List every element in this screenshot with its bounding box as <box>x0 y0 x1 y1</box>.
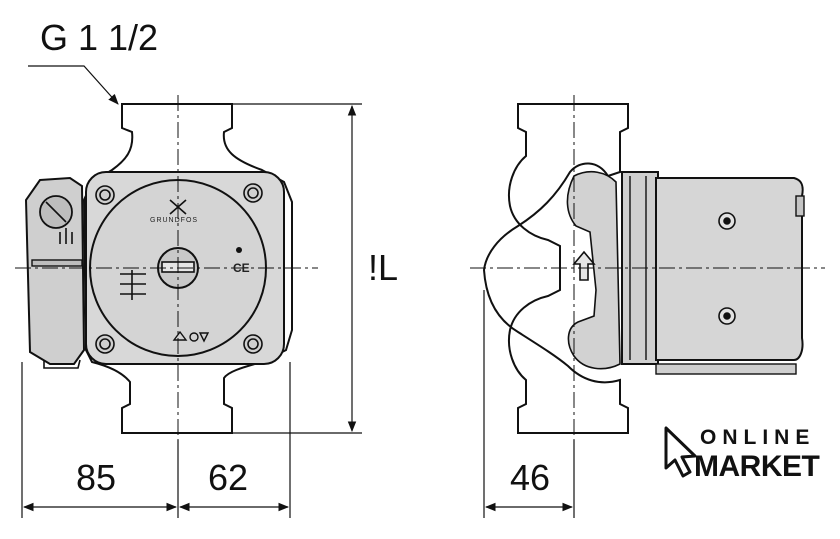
front-center-lines <box>15 95 318 445</box>
pump-symbol-icon <box>172 330 210 343</box>
dimension-lines <box>21 65 575 518</box>
connection-size-label: G 1 1/2 <box>40 17 158 58</box>
logo-bottom-text: MARKET <box>694 450 819 483</box>
side-depth-label: 46 <box>510 457 550 498</box>
flow-direction-icon <box>572 250 596 281</box>
speed-selector-icon <box>120 270 146 300</box>
left-width-label: 85 <box>76 457 116 498</box>
side-body-outline <box>482 103 629 434</box>
length-label: !L <box>368 247 398 288</box>
online-market-logo: ONLINE MARKET <box>664 426 820 483</box>
connection-leader <box>28 65 119 105</box>
motor-screws <box>718 212 736 325</box>
terminal-box <box>24 176 86 365</box>
volute-shading <box>566 170 621 370</box>
front-body-outline <box>82 103 293 434</box>
logo-top-text: ONLINE <box>700 426 815 449</box>
motor-housing <box>655 177 804 361</box>
corner-bolts <box>95 183 263 354</box>
side-view <box>482 103 805 434</box>
ce-mark: CE <box>233 261 250 275</box>
right-width-label: 62 <box>208 457 248 498</box>
pump-brand-text: GRUNDFOS <box>150 217 198 224</box>
side-center-lines <box>470 95 825 445</box>
cursor-icon <box>664 426 697 478</box>
